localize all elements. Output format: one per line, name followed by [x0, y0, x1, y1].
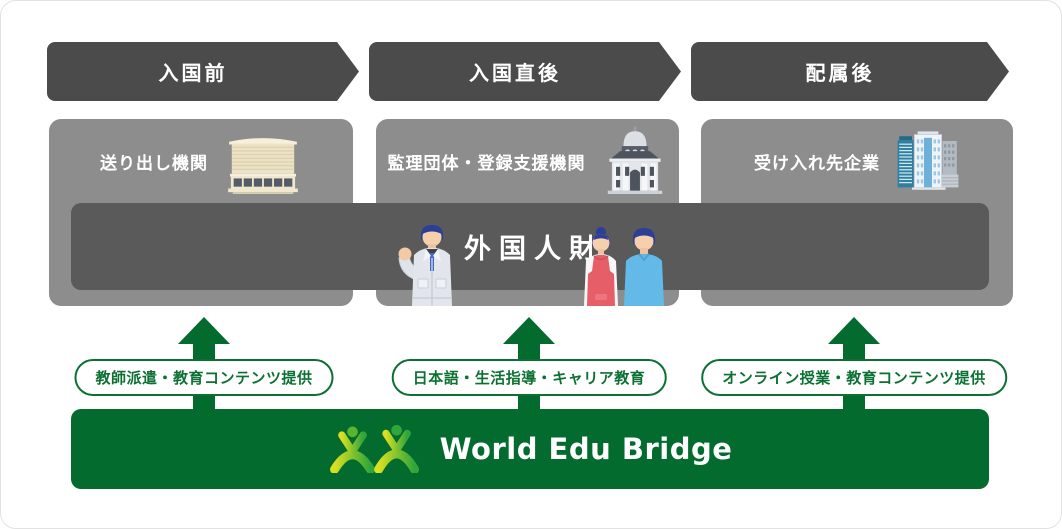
- stage-banner-label: 入国前: [158, 61, 228, 85]
- org-label: 監理団体・登録支援機関: [387, 153, 586, 174]
- school-building-icon: [228, 138, 298, 194]
- stage-banner-after-assignment: 配属後: [691, 42, 1009, 101]
- org-label: 送り出し機関: [100, 153, 208, 174]
- worker-man-icon: [398, 225, 452, 306]
- stage-banner-before-entry: 入国前: [47, 42, 359, 101]
- support-pill-online-classes: オンライン授業・教育コンテンツ提供: [701, 359, 1007, 396]
- support-pill-label: 教師派遣・教育コンテンツ提供: [95, 369, 313, 387]
- support-pill-japanese-education: 日本語・生活指導・キャリア教育: [391, 359, 667, 396]
- apron-woman-and-blue-shirt-man-icon: [584, 227, 664, 306]
- support-pill-label: 日本語・生活指導・キャリア教育: [412, 369, 646, 387]
- brand-bar: World Edu Bridge: [71, 409, 989, 489]
- stage-banner-just-after-entry: 入国直後: [369, 42, 681, 101]
- support-pill-teacher-dispatch: 教師派遣・教育コンテンツ提供: [74, 359, 334, 396]
- government-building-icon: [607, 126, 662, 194]
- stage-banner-label: 入国直後: [469, 61, 561, 85]
- support-pill-label: オンライン授業・教育コンテンツ提供: [722, 369, 986, 387]
- foreign-talent-label: 外国人財: [464, 234, 604, 265]
- people-bridge-logo: [329, 425, 419, 473]
- brand-name: World Edu Bridge: [439, 432, 733, 466]
- office-towers-icon: [897, 131, 959, 190]
- stage-banner-label: 配属後: [805, 61, 875, 85]
- org-row: 受け入れ先企業: [701, 119, 1013, 203]
- org-row: 送り出し機関: [49, 119, 353, 203]
- org-row: 監理団体・登録支援機関: [376, 119, 679, 203]
- org-label: 受け入れ先企業: [754, 153, 880, 174]
- foreign-talent-bar: 外国人財: [71, 203, 989, 290]
